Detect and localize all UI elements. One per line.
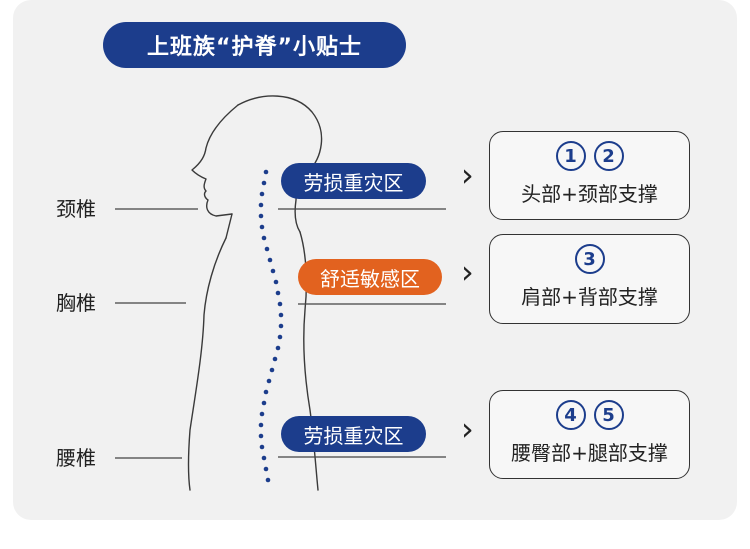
- tip-text: 肩部+背部支撑: [521, 285, 658, 309]
- chevron-right-icon: ›: [461, 253, 474, 291]
- tip-box-head-neck: 1 2 头部+颈部支撑: [489, 131, 690, 220]
- zone-pill-strain-lower: 劳损重灾区: [281, 416, 426, 452]
- number-badge: 2: [593, 141, 624, 171]
- label-cervical: 颈椎: [56, 197, 96, 221]
- chevron-right-icon: ›: [461, 156, 474, 194]
- tip-numbers: 3: [490, 244, 689, 274]
- label-lumbar: 腰椎: [56, 446, 96, 470]
- number-badge: 3: [574, 244, 605, 274]
- page-title: 上班族“护脊”小贴士: [103, 22, 406, 68]
- label-thoracic: 胸椎: [56, 291, 96, 315]
- number-badge: 1: [555, 141, 586, 171]
- tip-numbers: 1 2: [490, 141, 689, 171]
- tip-box-shoulder-back: 3 肩部+背部支撑: [489, 234, 690, 324]
- number-badge: 5: [593, 400, 624, 430]
- tip-text: 腰臀部+腿部支撑: [511, 441, 668, 465]
- zone-pill-sensitive: 舒适敏感区: [298, 259, 442, 295]
- tip-box-waist-legs: 4 5 腰臀部+腿部支撑: [489, 390, 690, 479]
- tip-numbers: 4 5: [490, 400, 689, 430]
- number-badge: 4: [555, 400, 586, 430]
- zone-pill-strain-upper: 劳损重灾区: [281, 163, 426, 199]
- tip-text: 头部+颈部支撑: [521, 182, 658, 206]
- chevron-right-icon: ›: [461, 410, 474, 448]
